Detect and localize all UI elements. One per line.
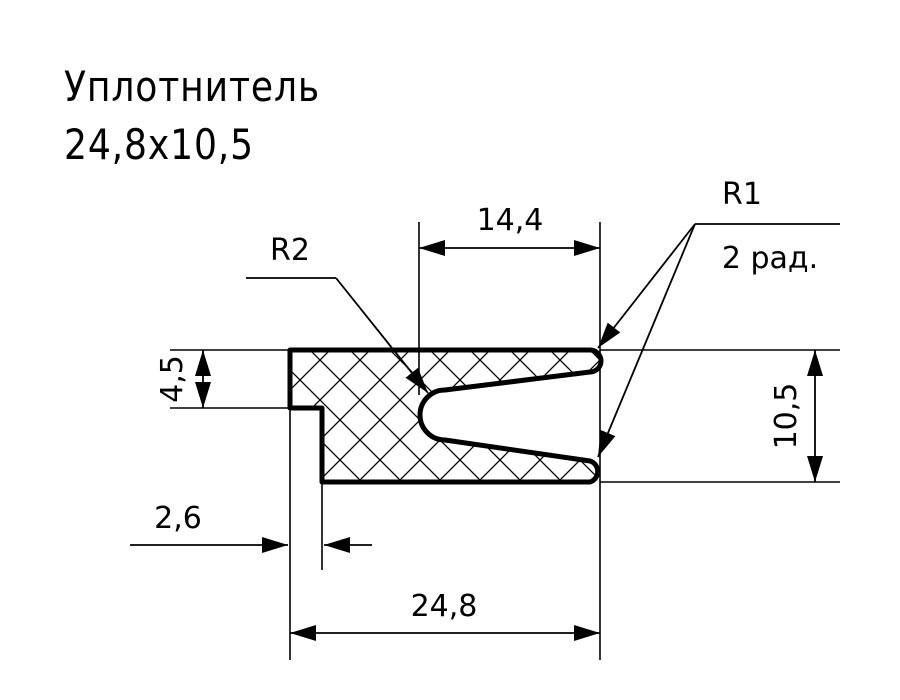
dim-label-4-5: 4,5 [155,355,190,403]
dim-label-24-8: 24,8 [411,589,478,624]
radius-note-r1: 2 рад. [722,241,818,276]
title-name: Уплотнитель [64,62,321,111]
r1-leader-top [597,223,696,349]
seal-profile [287,347,604,485]
title-size: 24,8x10,5 [64,120,254,169]
leader-lines [246,223,840,458]
dim-label-14-4: 14,4 [477,203,544,238]
r1-leader-bottom [597,223,696,458]
dim-label-10-5: 10,5 [769,383,804,450]
title-block: Уплотнитель 24,8x10,5 [64,58,362,174]
radius-label-r1: R1 [722,177,762,212]
dimension-lines [130,240,823,641]
r2-leader [335,277,429,394]
dim-label-2-6: 2,6 [154,501,202,536]
extension-lines [170,222,840,660]
radius-label-r2: R2 [270,233,310,268]
